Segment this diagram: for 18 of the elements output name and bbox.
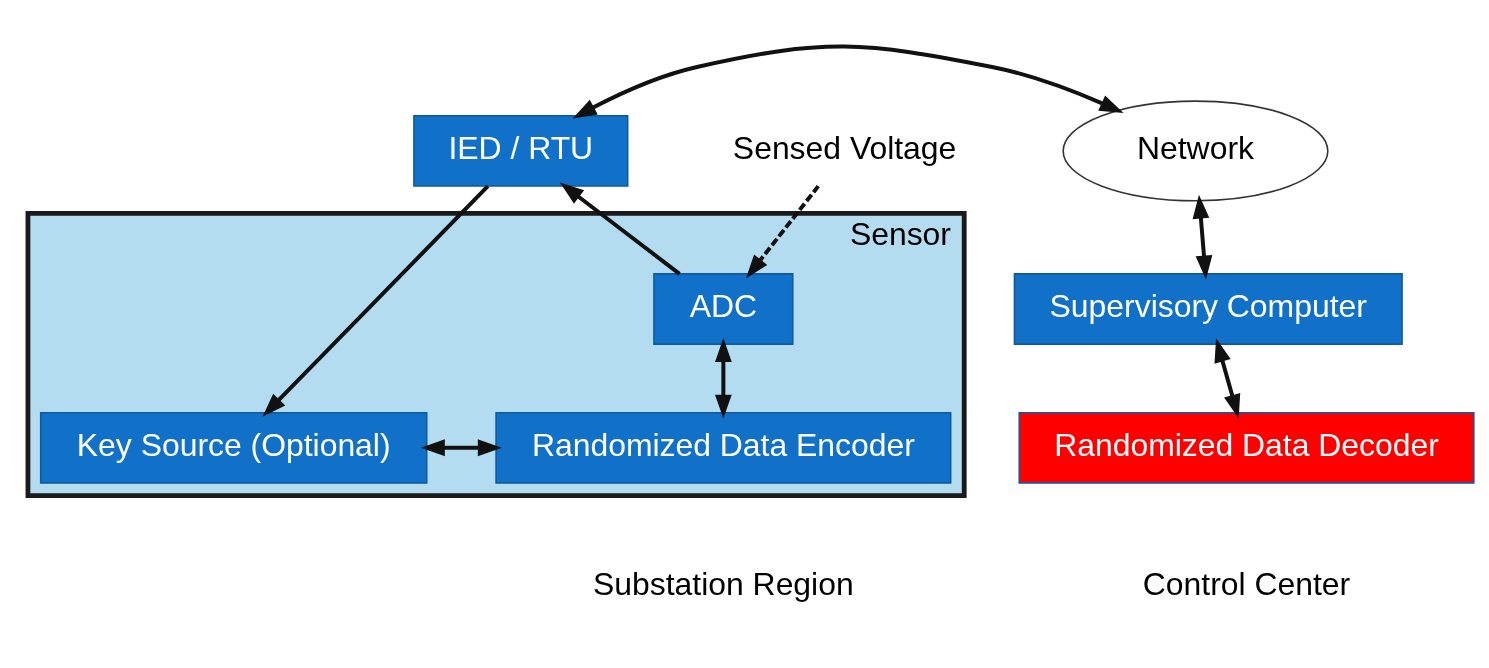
arrow [420, 439, 502, 457]
node-text: Sensed Voltage [732, 129, 957, 166]
label: Control Center [1142, 565, 1351, 602]
node-box: Randomized Data Decoder [1018, 411, 1475, 484]
node-box: Supervisory Computer [1013, 273, 1403, 345]
arrow [1192, 194, 1213, 280]
node-box: Randomized Data Encoder [495, 411, 952, 484]
node-box: ADC [653, 273, 794, 345]
arrow [745, 184, 820, 279]
arrow [559, 182, 681, 276]
node-ellipse: Network [1062, 100, 1329, 202]
arrow [714, 338, 732, 419]
arrow [572, 44, 1124, 119]
arrow [1214, 338, 1241, 419]
node-box: Key Source (Optional) [39, 411, 428, 484]
node-box: IED / RTU [413, 115, 629, 187]
label: Substation Region [593, 565, 854, 602]
arrow [262, 184, 490, 417]
